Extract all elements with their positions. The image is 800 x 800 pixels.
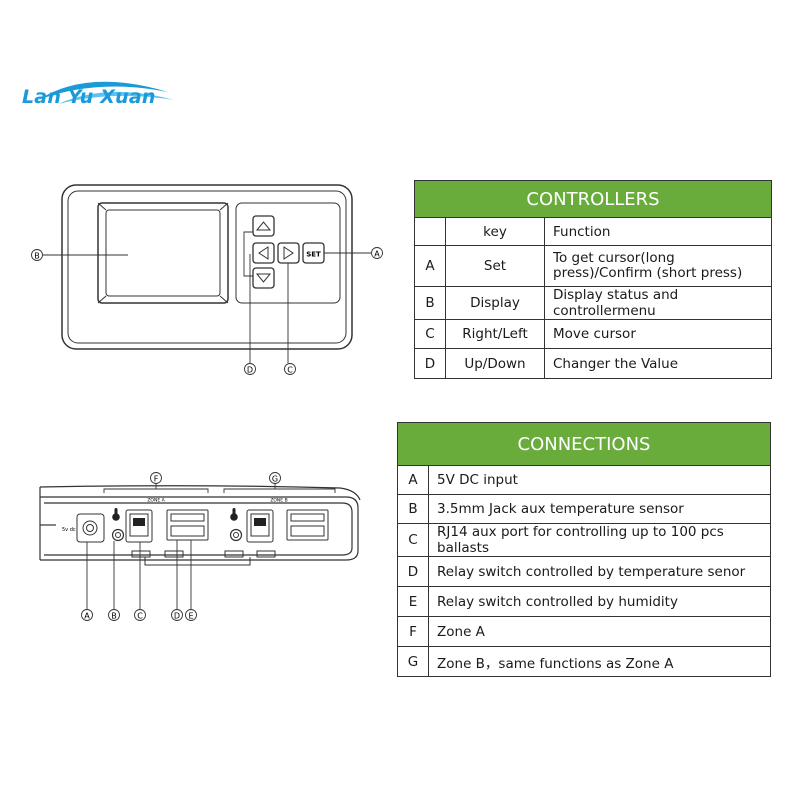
table-row: C RJ14 aux port for controlling up to 10… xyxy=(397,523,771,557)
arrow-right-icon xyxy=(283,246,294,260)
table-row: G Zone B，same functions as Zone A xyxy=(397,646,771,677)
connections-table: CONNECTIONS A 5V DC input B 3.5mm Jack a… xyxy=(397,422,771,677)
header-cell-id xyxy=(414,217,446,246)
row-text: Zone B，same functions as Zone A xyxy=(428,646,771,677)
display-screen xyxy=(97,202,229,304)
aux-temp-jack-zone-b[interactable] xyxy=(229,528,243,542)
temperature-icon xyxy=(230,508,238,521)
temperature-icon xyxy=(112,508,120,521)
row-text: RJ14 aux port for controlling up to 100 … xyxy=(428,523,771,557)
row-function: Changer the Value xyxy=(544,348,772,379)
connections-title: CONNECTIONS xyxy=(397,422,771,466)
table-row: E Relay switch controlled by humidity xyxy=(397,586,771,617)
arrow-down-icon xyxy=(255,273,272,283)
header-cell-key: key xyxy=(445,217,545,246)
table-row: B Display Display status and controllerm… xyxy=(414,286,772,320)
table-row: F Zone A xyxy=(397,616,771,647)
row-id: F xyxy=(397,616,429,647)
row-key: Up/Down xyxy=(445,348,545,379)
brand-logo-text: Lan Yu Xuan xyxy=(22,86,156,108)
callout-set-label: A xyxy=(374,250,380,259)
mount-clips-zone-b xyxy=(224,550,276,558)
row-text: 5V DC input xyxy=(428,465,771,495)
up-button[interactable] xyxy=(252,215,275,237)
row-id: C xyxy=(397,523,429,557)
row-text: Relay switch controlled by temperature s… xyxy=(428,556,771,587)
row-id: A xyxy=(414,245,446,287)
table-row: D Relay switch controlled by temperature… xyxy=(397,556,771,587)
rj14-port-zone-a[interactable] xyxy=(125,509,153,543)
back-callout-e: E xyxy=(188,612,193,621)
arrow-left-icon xyxy=(258,246,269,260)
callout-display-label: B xyxy=(34,252,40,261)
table-row: A 5V DC input xyxy=(397,465,771,495)
dc-input-port[interactable] xyxy=(76,513,105,543)
brand-logo xyxy=(38,81,174,104)
relay-terminal-zone-a[interactable] xyxy=(166,509,209,541)
zone-b-label: ZONE B xyxy=(270,498,287,504)
row-id: D xyxy=(397,556,429,587)
row-id: C xyxy=(414,319,446,349)
row-text: 3.5mm Jack aux temperature sensor xyxy=(428,494,771,524)
back-callout-c: C xyxy=(137,612,143,621)
zone-callouts: F G xyxy=(150,472,281,484)
table-row: A Set To get cursor(long press)/Confirm … xyxy=(414,245,772,287)
row-key: Set xyxy=(445,245,545,287)
row-text: Zone A xyxy=(428,616,771,647)
row-id: D xyxy=(414,348,446,379)
row-id: B xyxy=(414,286,446,320)
zone-brackets xyxy=(103,484,336,493)
row-text: Relay switch controlled by humidity xyxy=(428,586,771,617)
back-callout-a: A xyxy=(84,612,90,621)
row-id: B xyxy=(397,494,429,524)
mount-clips-zone-a xyxy=(131,550,251,566)
row-key: Display xyxy=(445,286,545,320)
device-back-housing xyxy=(39,485,361,561)
down-button[interactable] xyxy=(252,267,275,289)
arrow-up-icon xyxy=(255,221,272,231)
back-callout-d: D xyxy=(174,612,180,621)
callout-rightleft-label: C xyxy=(287,366,293,375)
row-function: To get cursor(long press)/Confirm (short… xyxy=(544,245,772,287)
row-function: Display status and controllermenu xyxy=(544,286,772,320)
row-id: G xyxy=(397,646,429,677)
row-id: E xyxy=(397,586,429,617)
table-row: D Up/Down Changer the Value xyxy=(414,348,772,379)
front-callouts: B A D C xyxy=(31,247,383,375)
right-button[interactable] xyxy=(277,242,300,264)
header-cell-function: Function xyxy=(544,217,772,246)
back-callout-b: B xyxy=(111,612,117,621)
controllers-title: CONTROLLERS xyxy=(414,180,772,218)
row-key: Right/Left xyxy=(445,319,545,349)
set-button-label: SET xyxy=(306,251,321,259)
back-callouts: A B C D E xyxy=(81,609,197,621)
aux-temp-jack-zone-a[interactable] xyxy=(111,528,125,542)
controllers-table: CONTROLLERS key Function A Set To get cu… xyxy=(414,180,772,379)
zone-a-label: ZONE A xyxy=(147,498,165,504)
relay-terminal-zone-b[interactable] xyxy=(286,509,329,541)
left-button[interactable] xyxy=(252,242,275,264)
table-row: C Right/Left Move cursor xyxy=(414,319,772,349)
row-id: A xyxy=(397,465,429,495)
table-row: B 3.5mm Jack aux temperature sensor xyxy=(397,494,771,524)
zone-a-callout-label: F xyxy=(154,475,159,484)
table-header-row: key Function xyxy=(414,217,772,246)
row-function: Move cursor xyxy=(544,319,772,349)
rj14-port-zone-b[interactable] xyxy=(246,509,274,543)
dc-label: 5v dc xyxy=(62,527,76,533)
zone-b-callout-label: G xyxy=(272,475,278,484)
callout-updown-label: D xyxy=(247,366,253,375)
